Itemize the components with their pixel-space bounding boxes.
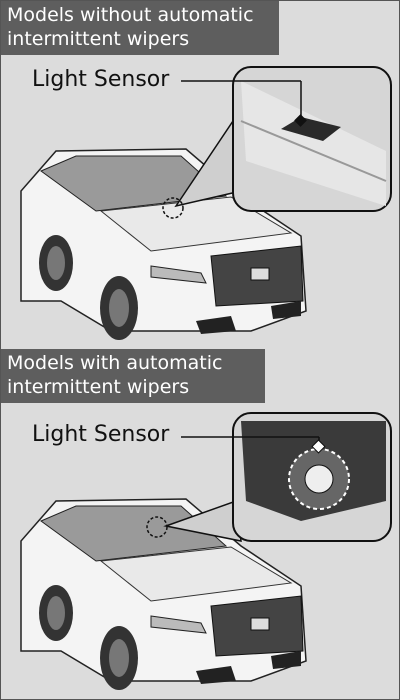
light-sensor-callout-2: Light Sensor: [32, 422, 170, 447]
vehicle-front-view-2: [20, 498, 307, 690]
section-heading-1: Models without automatic intermittent wi…: [1, 1, 279, 55]
section-heading-2: Models with automatic intermittent wiper…: [1, 349, 265, 403]
light-sensor-callout-1: Light Sensor: [32, 67, 170, 92]
sensor-detail-inset-2: [146, 412, 392, 542]
section-1-illustration: [20, 66, 392, 340]
sensor-detail-inset-1: [162, 66, 392, 219]
